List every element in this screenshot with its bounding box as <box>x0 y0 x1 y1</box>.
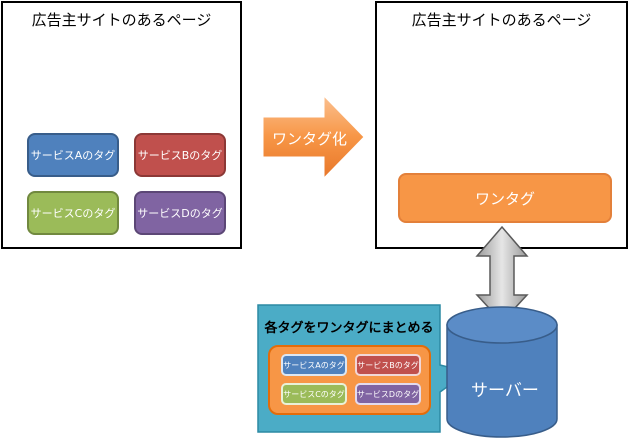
server-cylinder <box>446 306 558 438</box>
callout-tag-service-b: サービスBのタグ <box>355 354 421 376</box>
tag-service-a: サービスAのタグ <box>27 133 119 177</box>
transform-arrow <box>262 94 365 180</box>
server-label: サーバー <box>471 381 539 401</box>
callout-tag-service-c: サービスCのタグ <box>281 383 347 405</box>
tag-service-b: サービスBのタグ <box>134 133 226 177</box>
callout-tag-service-d: サービスDのタグ <box>355 383 421 405</box>
onetag-box: ワンタグ <box>398 173 612 223</box>
right-page-title: 広告主サイトのあるページ <box>411 11 592 29</box>
transform-arrow-label: ワンタグ化 <box>272 130 348 148</box>
left-page-title: 広告主サイトのあるページ <box>31 11 212 29</box>
callout-tag-service-a: サービスAのタグ <box>281 354 347 376</box>
callout-title: 各タグをワンタグにまとめる <box>264 321 434 336</box>
tag-service-d: サービスDのタグ <box>134 191 226 235</box>
tag-service-c: サービスCのタグ <box>27 191 119 235</box>
